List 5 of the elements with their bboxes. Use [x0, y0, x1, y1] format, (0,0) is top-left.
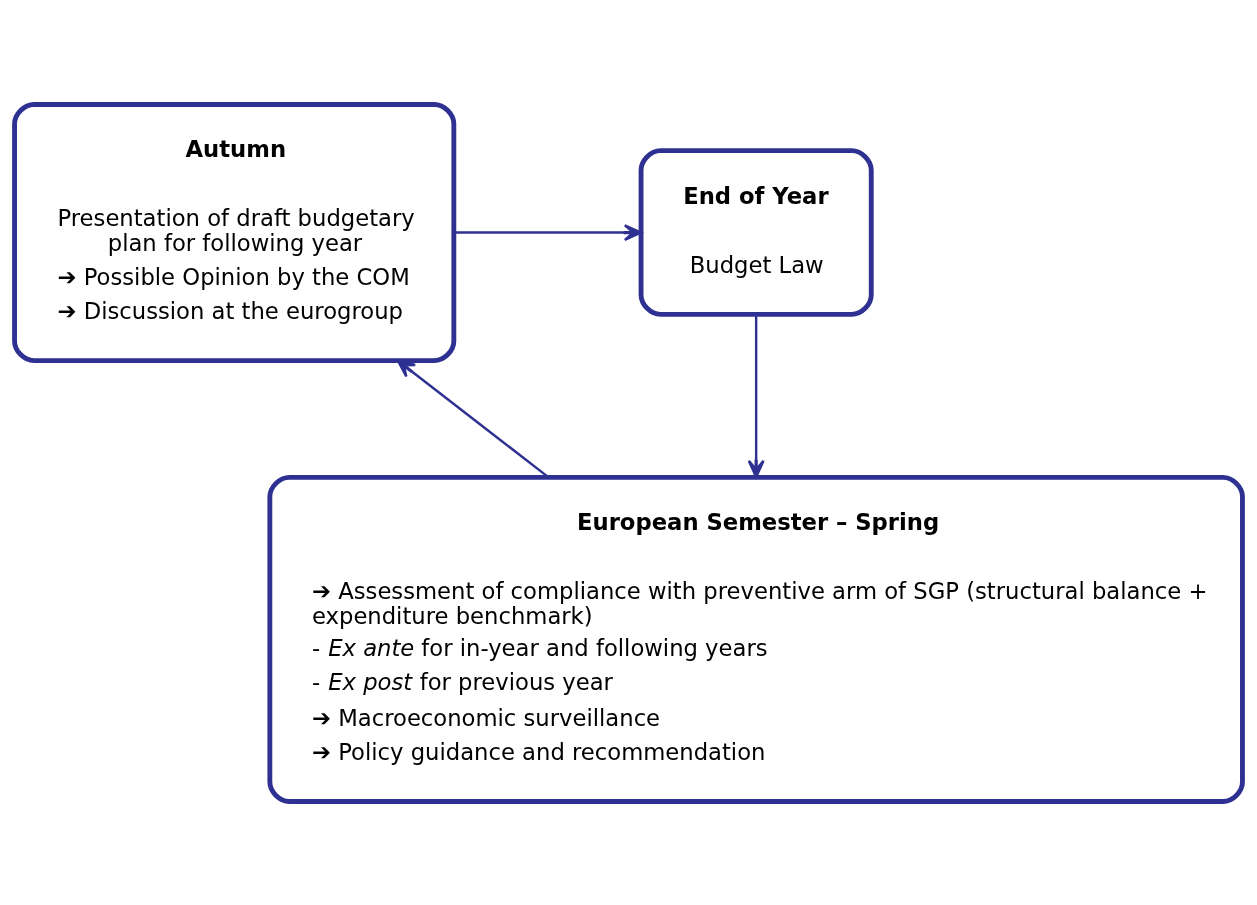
node-box: End of Year Budget Law — [638, 147, 874, 317]
node-box: Autumn Presentation of draft budgetary plan for following year ➔ Possible Opinion by the COM ➔ Discussion at the eurogroup — [12, 101, 457, 363]
node-box: European Semester – Spring ➔ Assessment of compliance with preventive arm of SGP (structural balance + expenditure benchmark) - Ex ante for in-year and following years - Ex post for previous year ➔ Macroeconomic surveillance ➔ Policy guidance and recommendation — [267, 474, 1245, 804]
arrow — [747, 314, 765, 478]
arrow — [453, 223, 643, 241]
